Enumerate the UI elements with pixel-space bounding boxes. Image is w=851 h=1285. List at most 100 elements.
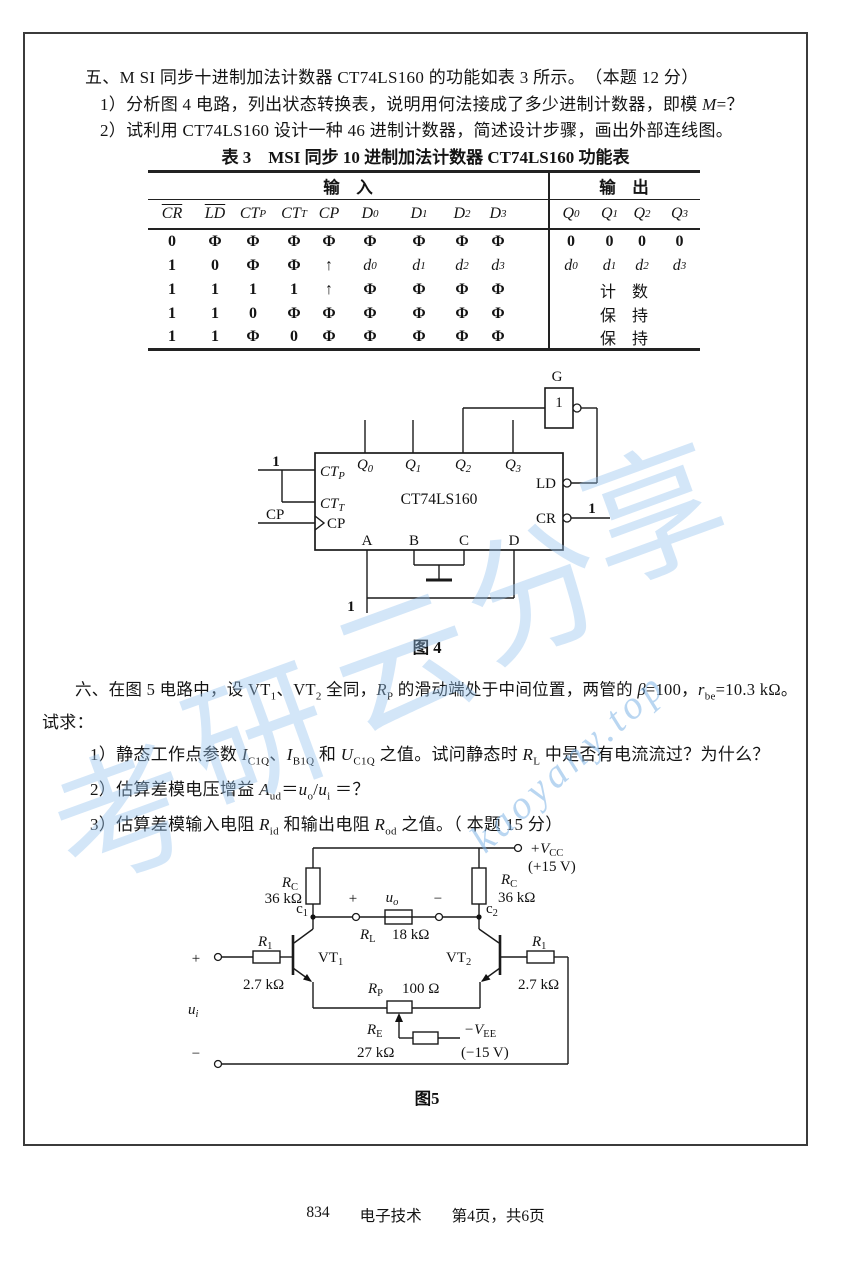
cell: 0 [290, 328, 298, 345]
figure4-caption: 图 4 [413, 638, 442, 657]
cell: 1 [168, 328, 176, 345]
cell-d: d [564, 257, 573, 274]
cell-d: d [455, 257, 464, 274]
col-d3-label: D [489, 205, 502, 222]
rp-label: RP [367, 981, 383, 999]
cell: Φ [208, 233, 222, 250]
vcc-terminal [513, 843, 523, 853]
junction-dots [310, 914, 482, 920]
col-d1-label: D [410, 205, 423, 222]
inverter-gate [544, 387, 582, 429]
cell: Φ [491, 233, 505, 250]
rc-left-value: 36 kΩ [265, 891, 302, 907]
cell-output-hold: 保 持 [599, 308, 648, 325]
resistor-re [412, 1031, 439, 1045]
transistor-bars [291, 935, 502, 975]
resistor-rc-right [471, 867, 487, 905]
wires [221, 847, 569, 1065]
col-cp: CP [316, 200, 342, 230]
clock-triangle-icon [314, 515, 326, 531]
cell: 0 [567, 233, 575, 250]
cell: 1 [168, 281, 176, 298]
col-cr-label: CR [161, 205, 183, 222]
input-minus-terminal [213, 1059, 223, 1069]
pin-ld-label: LD [536, 476, 556, 492]
footer-subject: 电子技术 [359, 1208, 422, 1225]
cell: 0 [211, 257, 219, 274]
c2-node-label: c2 [486, 901, 498, 919]
cell: Φ [246, 328, 260, 345]
pin-ctt-label: CTT [320, 496, 345, 514]
q5-item1-var-m: M [702, 95, 717, 114]
resistor-r1-left [252, 950, 281, 964]
resistors [252, 867, 555, 1045]
cell: Φ [491, 328, 505, 345]
col-q1-label: Q [600, 205, 613, 222]
wires [258, 407, 610, 613]
pin-bubbles [562, 478, 572, 523]
cell [512, 230, 548, 254]
c1-node-label: c1 [296, 901, 308, 919]
vt2-label: VT2 [446, 950, 471, 968]
q5-item1-tail: =？ [716, 95, 744, 114]
page-border-frame [23, 32, 808, 1146]
cell-d: d [672, 257, 681, 274]
figure5-diff-amp-circuit: +VCC (+15 V) RC 36 kΩ RC 36 kΩ + uo − c1… [188, 841, 576, 1108]
input-one-bottom: 1 [347, 599, 355, 615]
cell: Φ [322, 233, 336, 250]
cell [512, 302, 548, 326]
input-one-cr: 1 [588, 501, 596, 517]
cell: Φ [287, 305, 301, 322]
cell-output-count: 计 数 [599, 284, 648, 301]
cp-external-label: CP [266, 507, 284, 523]
cell: 1 [211, 305, 219, 322]
cell [512, 278, 548, 302]
cell: Φ [455, 305, 469, 322]
uo-plus-sign: + [349, 891, 357, 907]
col-cr: CR [148, 200, 196, 230]
pin-cp-label: CP [327, 516, 345, 532]
cell: Φ [363, 281, 377, 298]
cell: ↑ [325, 281, 333, 298]
resistor-rl [384, 909, 413, 925]
potentiometer-wiper-arrow [395, 1013, 403, 1022]
col-d2-label: D [453, 205, 466, 222]
rp-value: 100 Ω [402, 981, 439, 997]
rl-value: 18 kΩ [392, 927, 429, 943]
footer-code: 834 [306, 1204, 330, 1221]
pin-c-label: C [459, 533, 469, 549]
col-q0-label: Q [562, 205, 575, 222]
col-ld-label: LD [204, 205, 226, 222]
chip-name: CT74LS160 [401, 491, 478, 508]
pin-q0-label: Q0 [357, 457, 374, 475]
cell: Φ [322, 305, 336, 322]
page-footer: 834 电子技术 第4页，共6页 [0, 1204, 851, 1226]
table3-io-divider [548, 173, 550, 348]
table3-title: 表 3 MSI 同步 10 进制加法计数器 CT74LS160 功能表 [221, 148, 630, 167]
cell-d: d [635, 257, 644, 274]
r1-right-label: R1 [531, 934, 546, 952]
potentiometer-rp [386, 1000, 413, 1014]
cell: Φ [491, 305, 505, 322]
cell: Φ [287, 233, 301, 250]
input-plus-terminal [213, 952, 223, 962]
vee-value: (−15 V) [461, 1045, 509, 1061]
cell: Φ [322, 328, 336, 345]
table3-input-group-header: 输 入 [148, 173, 548, 200]
cell: Φ [412, 328, 426, 345]
cell: ↑ [325, 257, 333, 274]
question5-item1: 1）分析图 4 电路，列出状态转换表，说明用何法接成了多少进制计数器，即模 M=… [100, 90, 744, 115]
question6-heading: 六、在图 5 电路中，设 VT1、VT2 全同，RP 的滑动端处于中间位置，两管… [75, 680, 798, 703]
col-q3-label: Q [670, 205, 683, 222]
rl-label: RL [359, 927, 376, 945]
col-ctt-label: CT [281, 205, 301, 222]
question6-shiqiu: 试求： [42, 713, 94, 732]
col-d0-label: D [361, 205, 374, 222]
